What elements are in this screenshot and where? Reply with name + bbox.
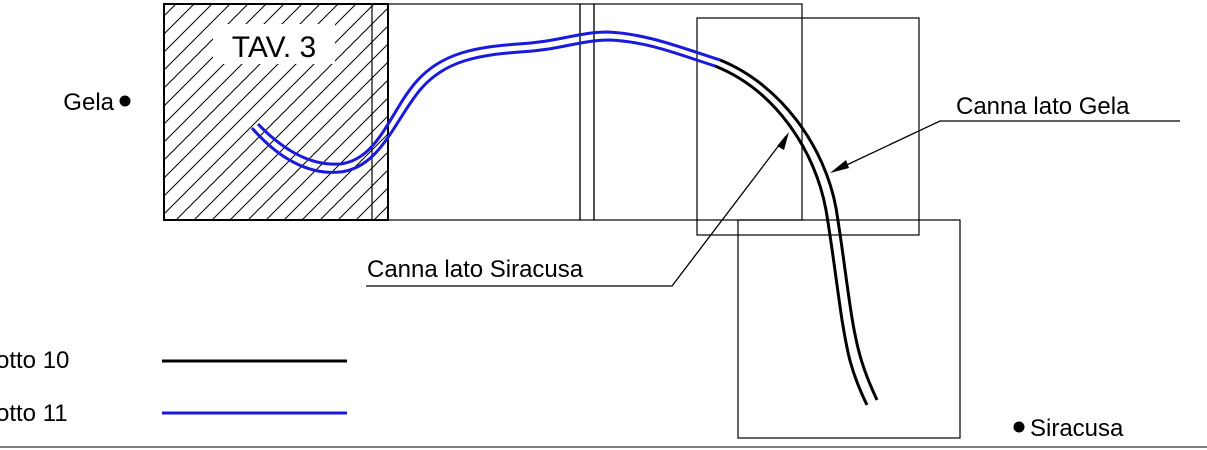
siracusa-point-icon [1013, 421, 1025, 433]
arrowhead-canna-gela [830, 160, 849, 173]
sheet-tav3-label: TAV. 3 [232, 31, 317, 64]
sheet-frame-tav6 [737, 219, 961, 439]
legend-label-lotto10: otto 10 [0, 347, 69, 374]
leader-canna-siracusa [366, 135, 787, 287]
legend: otto 10 otto 11 [0, 347, 347, 427]
sheet-frame-right [593, 3, 803, 221]
label-gela: Gela [63, 89, 114, 116]
tube-siracusa-lotto11 [250, 38, 716, 174]
legend-label-lotto11: otto 11 [0, 400, 68, 427]
tube-gela-lotto10 [719, 58, 879, 401]
sheet-frame-middle [387, 3, 581, 221]
leader-canna-gela [835, 120, 1180, 171]
label-canna-lato-gela: Canna lato Gela [956, 93, 1130, 120]
label-siracusa: Siracusa [1030, 415, 1124, 442]
sheet-frame-tav5 [696, 17, 920, 236]
tube-gela-lotto11 [256, 30, 721, 166]
sheet-tav3-label-background [213, 24, 335, 64]
arrowhead-canna-siracusa [777, 132, 789, 150]
gela-point-icon [119, 95, 131, 107]
tube-siracusa-lotto10 [714, 64, 869, 406]
sheet-frame-divider [579, 3, 595, 221]
label-canna-lato-siracusa: Canna lato Siracusa [367, 256, 584, 283]
